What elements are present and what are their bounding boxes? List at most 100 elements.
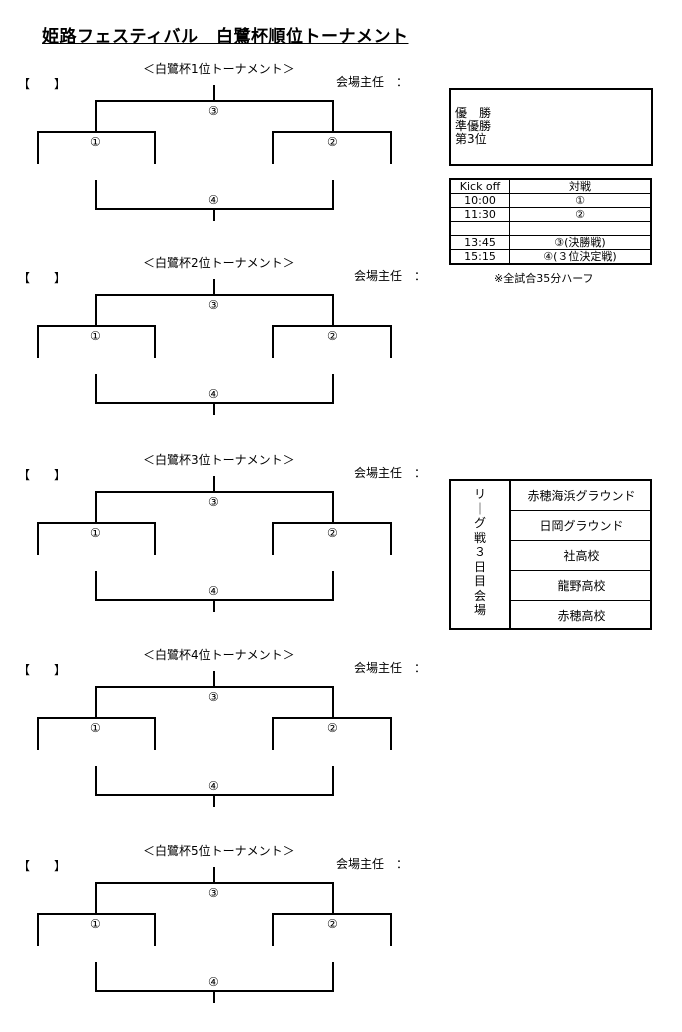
bracket-line: [213, 990, 215, 1003]
team-bracket-blank: 【 】: [18, 271, 67, 285]
bracket-line: [37, 325, 156, 327]
schedule-row: 13:45 ③(決勝戦): [449, 235, 652, 250]
venue-cell: 龍野高校: [511, 571, 652, 601]
schedule-row: 11:30 ②: [449, 207, 652, 222]
schedule-match: [509, 221, 652, 236]
match-4-marker: ④: [208, 387, 219, 401]
match-header: 対戦: [509, 178, 652, 194]
bracket-line: [272, 913, 392, 915]
schedule-match: ③(決勝戦): [509, 235, 652, 250]
bracket-line: [95, 294, 97, 325]
bracket-line: [272, 131, 274, 164]
match-2-marker: ②: [327, 526, 338, 540]
bracket-line: [390, 131, 392, 164]
match-4-marker: ④: [208, 193, 219, 207]
bracket-line: [213, 402, 215, 415]
league-label-char: 日: [473, 559, 486, 574]
bracket-line: [95, 491, 334, 493]
bracket-line: [37, 522, 156, 524]
tournament-title: ＜白鷺杯4位トーナメント＞: [143, 648, 295, 662]
schedule-time: 10:00: [449, 193, 510, 208]
schedule-time: 15:15: [449, 249, 510, 265]
venue-manager-label: 会場主任 ：: [354, 661, 427, 675]
bracket-line: [95, 882, 97, 913]
runner-up-label: 準優勝: [455, 119, 492, 133]
match-2-marker: ②: [327, 721, 338, 735]
schedule-match: ④(３位決定戦): [509, 249, 652, 265]
tournament-section: ＜白鷺杯3位トーナメント＞ 【 】 会場主任 ： ③ ① ② ④: [0, 451, 682, 641]
bracket-line: [272, 522, 274, 555]
league-label-char: ３: [473, 545, 486, 559]
bracket-line: [272, 913, 274, 946]
league-label-char: 会: [473, 588, 486, 603]
match-3-marker: ③: [208, 886, 219, 900]
bracket-line: [213, 671, 215, 686]
bracket-line: [272, 131, 392, 133]
bracket-line: [95, 100, 97, 131]
bracket-line: [272, 325, 392, 327]
bracket-line: [332, 882, 334, 913]
tournament-section: ＜白鷺杯2位トーナメント＞ 【 】 会場主任 ： ③ ① ② ④: [0, 254, 682, 444]
bracket-line: [390, 717, 392, 750]
bracket-line: [95, 294, 334, 296]
match-3-marker: ③: [208, 495, 219, 509]
bracket-line: [37, 325, 39, 358]
schedule-time: [449, 221, 510, 236]
tournament-section: ＜白鷺杯4位トーナメント＞ 【 】 会場主任 ： ③ ① ② ④: [0, 646, 682, 836]
match-1-marker: ①: [90, 329, 101, 343]
bracket-line: [272, 717, 392, 719]
bracket-line: [154, 131, 156, 164]
bracket-line: [154, 913, 156, 946]
match-1-marker: ①: [90, 917, 101, 931]
bracket-line: [332, 374, 334, 404]
match-4-marker: ④: [208, 779, 219, 793]
tournament-title: ＜白鷺杯3位トーナメント＞: [143, 453, 295, 467]
venue-manager-label: 会場主任 ：: [354, 269, 427, 283]
bracket-line: [95, 686, 334, 688]
league-label-char: 戦: [473, 530, 486, 545]
bracket-line: [213, 85, 215, 100]
bracket-line: [95, 374, 97, 404]
bracket-line: [95, 882, 334, 884]
bracket-line: [213, 794, 215, 807]
bracket-line: [213, 208, 215, 221]
bracket-line: [213, 476, 215, 491]
venue-manager-label: 会場主任 ：: [336, 857, 409, 871]
team-bracket-blank: 【 】: [18, 859, 67, 873]
bracket-line: [332, 686, 334, 717]
venue-cell: 赤穂高校: [557, 609, 606, 623]
venue-cell: 赤穂海浜グラウンド: [511, 481, 652, 511]
venue-cell: 日岡グラウンド: [511, 511, 652, 541]
bracket-line: [332, 962, 334, 992]
bracket-line: [332, 766, 334, 796]
bracket-line: [37, 913, 39, 946]
bracket-line: [154, 522, 156, 555]
bracket-line: [272, 325, 274, 358]
match-1-marker: ①: [90, 135, 101, 149]
match-3-marker: ③: [208, 104, 219, 118]
bracket-line: [390, 325, 392, 358]
bracket-line: [332, 180, 334, 210]
bracket-line: [390, 522, 392, 555]
league-label-char: 場: [473, 603, 486, 617]
venue-cell: 社高校: [511, 541, 652, 571]
bracket-line: [272, 522, 392, 524]
winner-label: 優 勝: [455, 106, 492, 120]
league-label-char: 目: [473, 574, 486, 588]
tournament-section: ＜白鷺杯5位トーナメント＞ 【 】 会場主任 ： ③ ① ② ④: [0, 842, 682, 1032]
tournament-title: ＜白鷺杯1位トーナメント＞: [143, 62, 295, 76]
match-duration-note: ※全試合35分ハーフ: [494, 272, 594, 285]
match-2-marker: ②: [327, 329, 338, 343]
team-bracket-blank: 【 】: [18, 77, 67, 91]
bracket-line: [154, 325, 156, 358]
schedule-match: ①: [509, 193, 652, 208]
tournament-section: ＜白鷺杯1位トーナメント＞ 【 】 会場主任 ： ③ ① ② ④: [0, 60, 682, 250]
schedule-row: 10:00 ①: [449, 193, 652, 208]
match-1-marker: ①: [90, 526, 101, 540]
bracket-line: [95, 686, 97, 717]
page-title: 姫路フェスティバル 白鷺杯順位トーナメント: [42, 27, 409, 47]
bracket-line: [37, 717, 39, 750]
schedule-time: 11:30: [449, 207, 510, 222]
